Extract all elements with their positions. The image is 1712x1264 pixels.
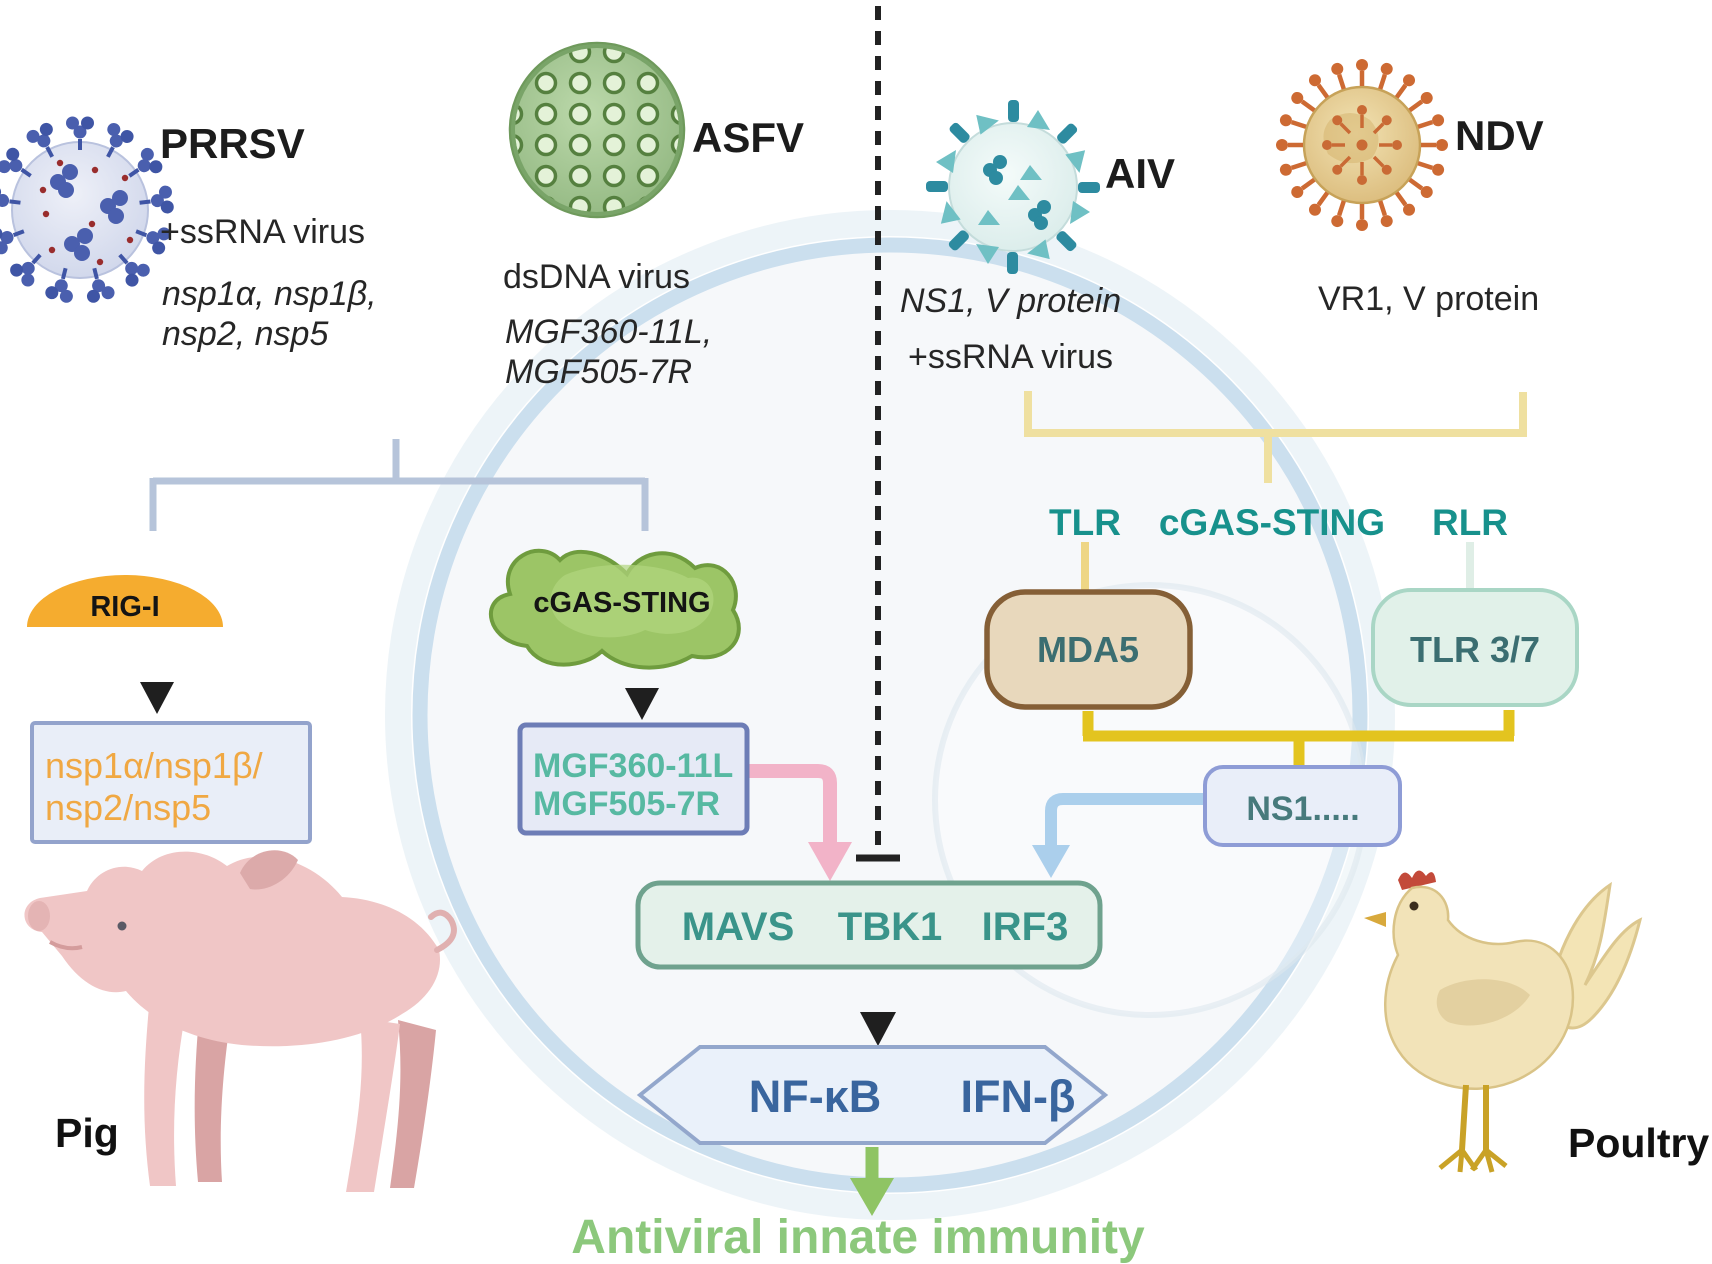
ifnb-label: IFN-β — [961, 1071, 1076, 1122]
irf3-label: IRF3 — [982, 905, 1069, 949]
cgas-sting-label: cGAS-STING — [533, 587, 710, 619]
aiv-virion-illustration — [925, 99, 1101, 275]
nfkb-ifnb-hexagon — [636, 1045, 1109, 1145]
asfv-proteins-line2: MGF505-7R — [505, 353, 692, 391]
chicken-illustration — [1364, 870, 1643, 1173]
asfv-genome-label: dsDNA virus — [503, 258, 690, 296]
aiv-proteins-label: NS1, V protein — [900, 282, 1121, 320]
poultry-virus-bracket — [1024, 391, 1527, 483]
mavs-to-nfkb-arrow — [860, 970, 896, 1046]
mda5-label: MDA5 — [1037, 629, 1139, 670]
mgf-inhibition-pink-arrow — [748, 764, 852, 881]
aiv-name-label: AIV — [1105, 150, 1175, 197]
cgas-sting-protein — [489, 548, 741, 670]
ndv-name-label: NDV — [1455, 112, 1544, 159]
pig-host-label: Pig — [55, 1110, 119, 1156]
antiviral-outcome-label: Antiviral innate immunity — [571, 1211, 1145, 1264]
prrsv-proteins-line1: nsp1α, nsp1β, — [162, 275, 377, 313]
mgf-box-line1: MGF360-11L — [533, 747, 733, 785]
asfv-proteins-line1: MGF360-11L, — [505, 313, 712, 351]
asfv-virion-illustration — [508, 41, 686, 219]
rig-i-label: RIG-I — [90, 591, 159, 623]
mgf-antagonist-box — [517, 722, 750, 836]
mavs-label: MAVS — [682, 905, 795, 949]
ndv-virion-illustration — [1276, 59, 1448, 231]
ndv-proteins-label: VR1, V protein — [1318, 280, 1539, 318]
prrsv-proteins-line2: nsp2, nsp5 — [162, 315, 328, 353]
ns1-box-label: NS1..... — [1246, 790, 1359, 828]
tbk1-label: TBK1 — [838, 905, 942, 949]
poultry-host-label: Poultry — [1568, 1120, 1709, 1166]
nsp-antagonist-box — [30, 721, 312, 844]
pig-virus-bracket — [149, 439, 649, 531]
tlr37-node — [1371, 588, 1579, 707]
ns1-inhibition-blue-arrow — [1032, 793, 1205, 878]
tlr-receptor-label: TLR — [1049, 502, 1121, 543]
tlr37-label: TLR 3/7 — [1410, 629, 1540, 670]
aiv-genome-label: +ssRNA virus — [908, 338, 1113, 376]
prrsv-virion-illustration — [0, 114, 177, 307]
mavs-tbk1-irf3-node — [635, 880, 1103, 970]
prrsv-name-label: PRRSV — [160, 120, 305, 167]
pig-illustration — [24, 850, 457, 1192]
species-divider-dashed-line — [856, 6, 900, 862]
nsp-box-line2: nsp2/nsp5 — [45, 787, 211, 828]
nsp-box-line1: nsp1α/nsp1β/ — [45, 745, 263, 786]
mgf-box-line2: MGF505-7R — [533, 785, 720, 823]
asfv-name-label: ASFV — [692, 114, 804, 161]
nfkb-label: NF-κB — [749, 1071, 882, 1122]
ns1-antagonist-box — [1203, 765, 1402, 847]
rig-i-down-arrow — [140, 632, 174, 714]
cgas-sting-receptor-label: cGAS-STING — [1159, 502, 1385, 543]
rlr-receptor-label: RLR — [1432, 502, 1508, 543]
immunity-green-arrow — [850, 1147, 894, 1216]
mda5-node — [984, 589, 1193, 710]
prrsv-genome-label: +ssRNA virus — [160, 213, 365, 251]
rig-i-sensor — [27, 575, 223, 627]
receptor-merge-bracket — [1082, 710, 1515, 766]
